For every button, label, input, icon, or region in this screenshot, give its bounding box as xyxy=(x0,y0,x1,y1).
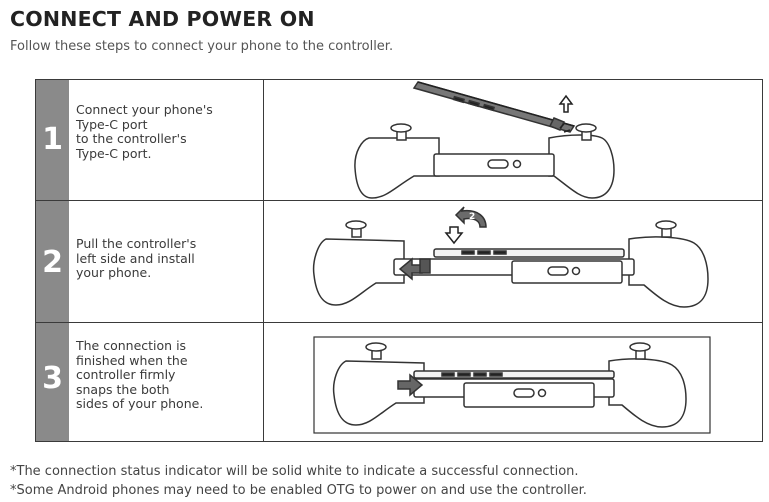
footnote: *Some Android phones may need to be enab… xyxy=(10,483,587,498)
column-divider xyxy=(263,80,264,200)
step-badge: 2 xyxy=(469,212,475,222)
step-text-line: controller firmly xyxy=(76,367,176,382)
step-text-line: Pull the controller's xyxy=(76,236,197,251)
steps-table: 1 Connect your phone's Type-C port to th… xyxy=(35,79,763,442)
step-text-line: Type-C port xyxy=(76,116,148,132)
page-title: CONNECT AND POWER ON xyxy=(10,7,315,31)
step-row-1: 1 Connect your phone's Type-C port to th… xyxy=(36,80,762,201)
step-text-line: left side and install xyxy=(76,250,195,266)
step-text: Pull the controller's left side and inst… xyxy=(76,236,197,281)
footnote: *The connection status indicator will be… xyxy=(10,464,579,479)
controller-illustration xyxy=(313,336,711,434)
step-number-cell: 1 xyxy=(36,80,69,200)
step-text-line: snaps the both xyxy=(76,381,170,397)
step-text-line: sides of your phone. xyxy=(76,396,204,411)
step-text: Connect your phone's Type-C port to the … xyxy=(76,102,213,161)
step-illustration: 2 xyxy=(264,201,762,322)
page-subtitle: Follow these steps to connect your phone… xyxy=(10,39,394,54)
controller-illustration xyxy=(354,81,615,199)
step-number: 2 xyxy=(42,245,63,280)
step-text-line: finished when the xyxy=(76,352,188,368)
step-text-line: The connection is xyxy=(76,338,187,353)
column-divider xyxy=(263,323,264,441)
controller-illustration: 2 xyxy=(312,206,709,308)
step-text-line: Type-C port. xyxy=(76,145,152,161)
step-number-cell: 2 xyxy=(36,201,69,322)
step-row-3: 3 The connection is finished when the co… xyxy=(36,323,762,441)
step-illustration xyxy=(264,80,762,200)
step-text-line: your phone. xyxy=(76,265,152,280)
step-number-cell: 3 xyxy=(36,323,69,441)
step-row-2: 2 Pull the controller's left side and in… xyxy=(36,201,762,323)
step-number: 3 xyxy=(42,361,63,396)
step-text: The connection is finished when the cont… xyxy=(76,338,204,412)
step-text-line: to the controller's xyxy=(76,131,187,146)
step-number: 1 xyxy=(42,122,63,157)
step-illustration xyxy=(264,323,762,440)
step-text-line: Connect your phone's xyxy=(76,102,213,117)
column-divider xyxy=(263,201,264,322)
